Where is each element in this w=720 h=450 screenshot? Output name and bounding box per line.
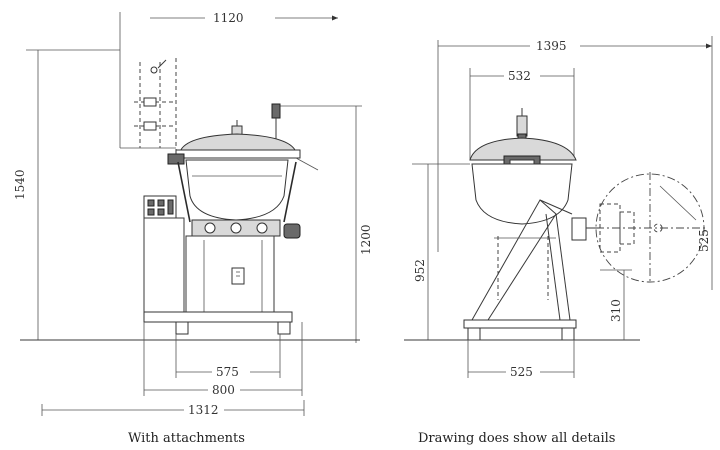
- machine-bowl-right: [471, 163, 573, 225]
- right-foot: [277, 321, 291, 335]
- dim-label-1312: 1312: [188, 403, 219, 417]
- dimension-800: 800: [143, 322, 303, 397]
- lid-rim: [175, 149, 301, 159]
- dim-label-310: 310: [609, 299, 623, 322]
- lid-handle-right: [516, 108, 528, 141]
- right-foot-right: [561, 327, 575, 341]
- base-frame-right: [463, 319, 577, 329]
- base-frame: [143, 311, 293, 323]
- dimension-1312: 1312: [41, 400, 305, 417]
- dim-label-952: 952: [413, 259, 427, 282]
- dim-label-1395: 1395: [536, 39, 567, 53]
- pivot-arm: [571, 217, 587, 241]
- right-view: 1395 532 952: [404, 36, 713, 446]
- stand-left-column: [143, 217, 185, 315]
- left-foot-right: [467, 327, 481, 341]
- machine-bowl: [185, 159, 289, 221]
- dimension-532: 532: [469, 68, 575, 160]
- tilt-position: 525: [595, 172, 711, 284]
- stand-body: [185, 235, 275, 315]
- dim-label-1200: 1200: [359, 224, 373, 255]
- lid-hinge: [167, 153, 185, 165]
- left-foot: [175, 321, 189, 335]
- dimension-1540: 1540: [13, 49, 120, 340]
- right-caption: Drawing does show all details: [418, 431, 615, 446]
- dimension-575: 575: [175, 334, 281, 379]
- dimension-952: 952: [412, 163, 470, 340]
- dim-label-1120: 1120: [213, 11, 244, 25]
- machine-lid: [179, 133, 297, 153]
- dim-label-575: 575: [216, 365, 239, 379]
- dim-label-525-radius: 525: [697, 229, 711, 252]
- left-caption: With attachments: [128, 431, 245, 446]
- dimension-1395: 1395: [437, 36, 713, 290]
- lid-arm-open-position: [120, 58, 177, 150]
- machine-lid-right: [469, 137, 577, 161]
- left-view: 1120 1540 1200: [13, 11, 373, 446]
- dim-label-532: 532: [508, 69, 531, 83]
- dim-label-525: 525: [510, 365, 533, 379]
- dimension-525-base: 525: [467, 340, 575, 379]
- dimension-1120: 1120: [119, 11, 338, 148]
- dimension-310: 310: [600, 269, 632, 340]
- motor-cap: [283, 223, 301, 239]
- dimension-1200: 1200: [280, 105, 373, 343]
- control-panel: [143, 195, 177, 219]
- lid-handle: [231, 103, 281, 140]
- dim-label-800: 800: [212, 383, 235, 397]
- dim-label-1540: 1540: [13, 169, 27, 200]
